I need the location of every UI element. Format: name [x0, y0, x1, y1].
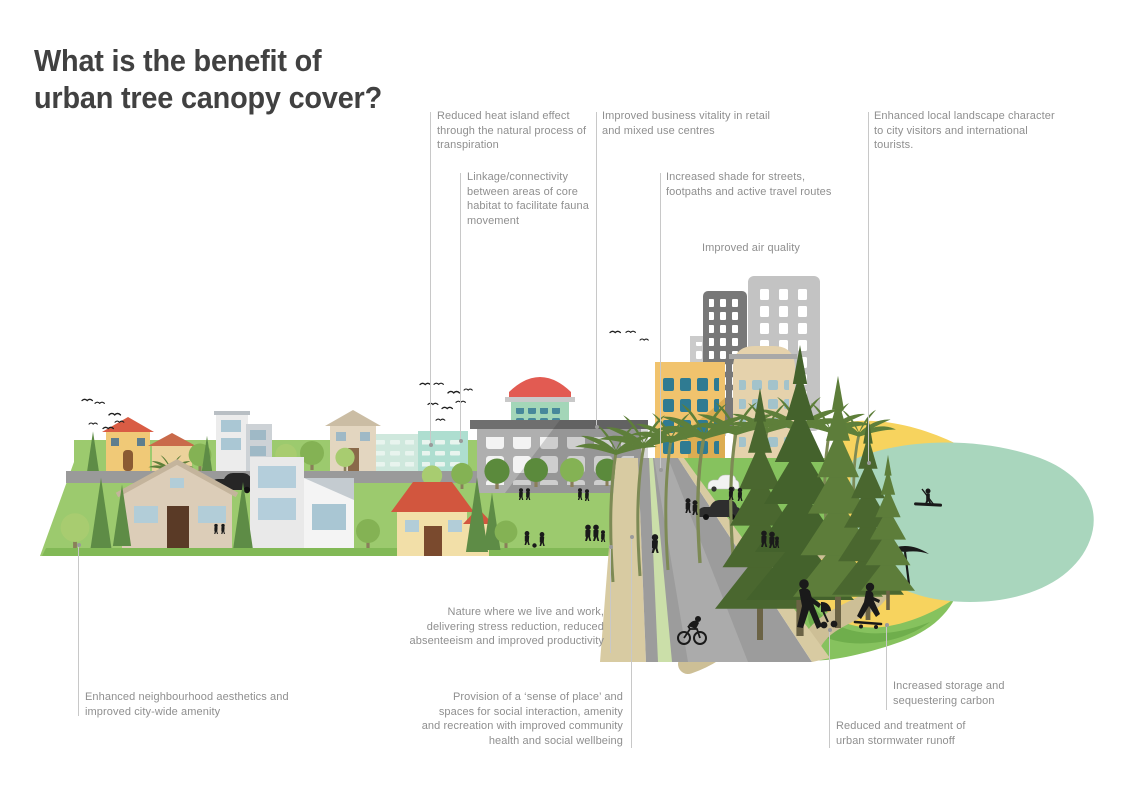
stroller-walker-icon	[797, 579, 838, 629]
leader-line-business	[594, 112, 599, 429]
callout-habitat-linkage: Linkage/connectivity between areas of co…	[467, 171, 589, 227]
front-row-houses	[60, 457, 518, 556]
leader-line-linkage	[458, 173, 463, 443]
leader-line-stormwater	[827, 628, 832, 748]
page-title-line2: urban tree canopy cover?	[34, 79, 383, 115]
callout-stormwater: Reduced and treatment of urban stormwate…	[836, 720, 966, 747]
people-silhouettes	[214, 486, 883, 645]
skateboarder-icon	[853, 582, 883, 629]
leader-line-shade	[658, 173, 663, 472]
city-towers-icon	[655, 276, 820, 465]
callout-landscape-character: Enhanced local landscape character to ci…	[874, 110, 1055, 152]
beach-water	[850, 442, 1094, 602]
leader-line-nature	[608, 545, 613, 653]
leader-line-carbon	[884, 623, 889, 710]
leader-line-neighbourhood	[76, 543, 81, 716]
callout-sense-of-place: Provision of a ‘sense of place’ and spac…	[421, 691, 623, 747]
page-title-line1: What is the benefit of	[34, 42, 322, 78]
cyclist-icon	[677, 616, 707, 645]
callout-increased-shade: Increased shade for streets, footpaths a…	[666, 171, 832, 198]
callout-nature-wellbeing: Nature where we live and work, deliverin…	[409, 606, 604, 648]
callout-business-vitality: Improved business vitality in retail and…	[602, 110, 771, 137]
callout-heat-island: Reduced heat island effect through the n…	[437, 110, 587, 152]
callout-neighbourhood-aesthetics: Enhanced neighbourhood aesthetics and im…	[85, 691, 289, 718]
page-title: What is the benefit of urban tree canopy…	[34, 42, 382, 116]
leader-line-landscape	[866, 112, 871, 465]
leader-line-sense-of-place	[629, 535, 634, 748]
callout-carbon-storage: Increased storage and sequestering carbo…	[893, 680, 1005, 707]
callout-air-quality: Improved air quality	[702, 242, 800, 254]
paddleboarder-icon	[914, 488, 943, 507]
leader-line-heat-island	[428, 112, 433, 447]
